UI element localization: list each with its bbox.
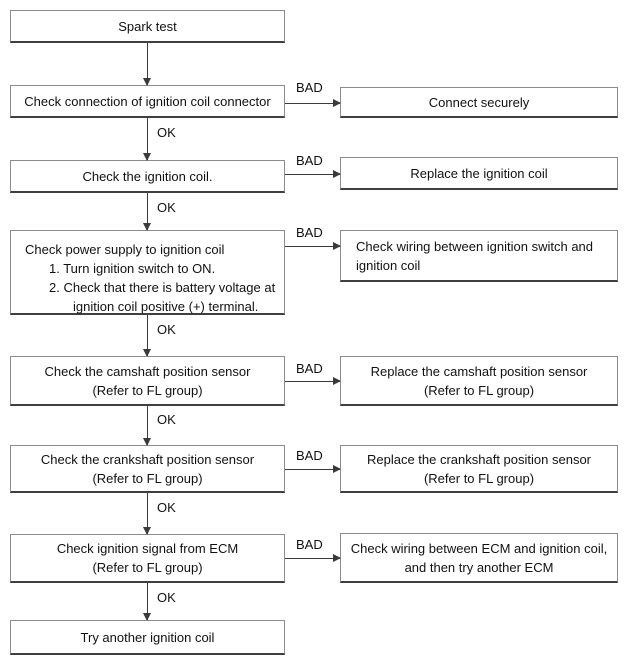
box-text-line: Check the ignition coil. xyxy=(82,168,213,184)
box-text-line: Replace the crankshaft position sensor xyxy=(366,451,591,467)
box-text-line: (Refer to FL group) xyxy=(92,470,203,486)
arrow-down-icon xyxy=(143,406,151,446)
arrow-right-icon xyxy=(285,99,341,107)
box-text-line: (Refer to FL group) xyxy=(423,470,535,486)
ok-label: OK xyxy=(157,200,176,215)
box-text-line: (Refer to FL group) xyxy=(92,382,203,398)
box-text-line: Check power supply to ignition coil xyxy=(25,242,225,257)
node-check-wiring-ecm: Check wiring between ECM and ignition co… xyxy=(340,533,618,583)
box-text-line: Replace the ignition coil xyxy=(410,165,548,181)
node-check-connection: Check connection of ignition coil connec… xyxy=(10,85,285,118)
node-check-ecm-signal: Check ignition signal from ECM (Refer to… xyxy=(10,534,285,583)
arrow-down-icon xyxy=(143,193,151,231)
ok-label: OK xyxy=(157,412,176,427)
box-text-line: Check connection of ignition coil connec… xyxy=(24,93,271,109)
node-spark-test: Spark test xyxy=(10,10,285,43)
node-check-power-supply: Check power supply to ignition coil 1. T… xyxy=(10,230,285,315)
ok-label: OK xyxy=(157,590,176,605)
arrow-down-icon xyxy=(143,315,151,357)
node-check-ignition-coil: Check the ignition coil. xyxy=(10,160,285,193)
ok-label: OK xyxy=(157,500,176,515)
arrow-down-icon xyxy=(143,118,151,161)
box-text-line: (Refer to FL group) xyxy=(423,382,535,398)
node-check-wiring-ignition-switch: Check wiring between ignition switch and… xyxy=(340,230,618,282)
ok-label: OK xyxy=(157,322,176,337)
box-text-line: ignition coil xyxy=(356,258,421,273)
arrow-down-icon xyxy=(143,583,151,621)
arrow-right-icon xyxy=(285,170,341,178)
bad-label: BAD xyxy=(296,361,323,376)
arrow-down-icon xyxy=(143,493,151,535)
node-try-another-coil: Try another ignition coil xyxy=(10,620,285,655)
bad-label: BAD xyxy=(296,225,323,240)
box-text-line: Check wiring between ignition switch and xyxy=(356,239,594,254)
box-text-line: (Refer to FL group) xyxy=(92,560,203,575)
bad-label: BAD xyxy=(296,80,323,95)
box-text-line: and then try another ECM xyxy=(404,559,554,575)
box-text-line: Check wiring between ECM and ignition co… xyxy=(350,540,608,556)
arrow-right-icon xyxy=(285,554,341,562)
arrow-right-icon xyxy=(285,377,341,385)
box-text-line: Replace the camshaft position sensor xyxy=(370,363,588,379)
node-connect-securely: Connect securely xyxy=(340,87,618,118)
arrow-right-icon xyxy=(285,465,341,473)
node-check-crankshaft-sensor: Check the crankshaft position sensor (Re… xyxy=(10,445,285,493)
box-text-line: Try another ignition coil xyxy=(80,629,215,645)
node-replace-camshaft-sensor: Replace the camshaft position sensor (Re… xyxy=(340,356,618,406)
node-replace-crankshaft-sensor: Replace the crankshaft position sensor (… xyxy=(340,445,618,493)
box-text-line: Check the crankshaft position sensor xyxy=(40,451,255,467)
ok-label: OK xyxy=(157,125,176,140)
arrow-down-icon xyxy=(143,43,151,86)
node-replace-ignition-coil: Replace the ignition coil xyxy=(340,157,618,190)
arrow-right-icon xyxy=(285,242,341,250)
node-check-camshaft-sensor: Check the camshaft position sensor (Refe… xyxy=(10,356,285,406)
box-text-line: Connect securely xyxy=(428,94,530,110)
bad-label: BAD xyxy=(296,537,323,552)
box-text-line: Check the camshaft position sensor xyxy=(44,363,251,379)
bad-label: BAD xyxy=(296,153,323,168)
box-text-line: Check ignition signal from ECM xyxy=(56,541,239,556)
box-text-line: 2. Check that there is battery voltage a… xyxy=(49,280,276,295)
bad-label: BAD xyxy=(296,448,323,463)
box-text-line: Spark test xyxy=(118,18,177,34)
box-text-line: 1. Turn ignition switch to ON. xyxy=(49,261,216,276)
box-text-line: ignition coil positive (+) terminal. xyxy=(73,299,259,314)
